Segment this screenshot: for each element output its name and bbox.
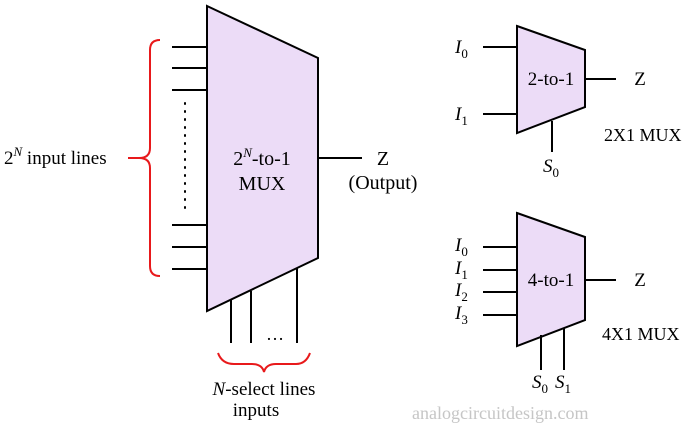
mux-4x1-label: 4-to-1	[528, 270, 574, 291]
mux-4x1-body	[516, 211, 586, 348]
mux-4x1-input-2-label: I2	[454, 280, 468, 304]
mux-2x1-input-0-label: I0	[454, 37, 468, 61]
select-lines-bracket	[217, 352, 311, 373]
mux-2x1-label: 2-to-1	[528, 69, 574, 90]
main-mux-label-line2: MUX	[239, 173, 286, 195]
main-mux-output-note: (Output)	[349, 172, 418, 194]
mux-2x1-select-label: S0	[543, 156, 559, 180]
mux-4x1-input-1-label: I1	[454, 258, 468, 282]
main-mux-label: 2N-to-1	[233, 145, 291, 170]
mux-4x1-output-label: Z	[634, 270, 646, 291]
watermark: analogcircuitdesign.com	[412, 403, 588, 423]
mux-2x1-caption: 2X1 MUX	[604, 125, 682, 145]
main-mux-input-lines	[172, 46, 207, 270]
select-lines-label: N-select lines	[212, 379, 316, 400]
mux-2x1: I0 I1 2-to-1 Z S0 2X1 MUX	[454, 24, 682, 180]
mux-4x1-input-0-label: I0	[454, 235, 468, 259]
select-lines-ellipsis: …	[266, 324, 284, 344]
mux-2x1-body	[516, 24, 586, 135]
mux-4x1: I0 I1 I2 I3 4-to-1 Z S0 S1 4X1 MUX	[454, 211, 680, 396]
main-mux-select-lines	[230, 268, 298, 343]
mux-2x1-output-label: Z	[634, 69, 646, 90]
input-lines-label: 2N input lines	[4, 144, 107, 169]
main-mux-output-label: Z	[377, 148, 389, 170]
mux-4x1-input-3-label: I3	[454, 303, 468, 327]
input-lines-bracket	[138, 39, 161, 277]
main-mux-body	[206, 4, 319, 313]
mux-4x1-select-0-label: S0	[532, 372, 548, 396]
main-mux: 2N input lines 2N-to-1 MUX Z (Output) … …	[4, 4, 418, 421]
select-lines-label-line2: inputs	[233, 400, 279, 421]
mux-4x1-select-1-label: S1	[555, 372, 571, 396]
mux-2x1-input-1-label: I1	[454, 104, 468, 128]
mux-4x1-caption: 4X1 MUX	[602, 324, 680, 344]
